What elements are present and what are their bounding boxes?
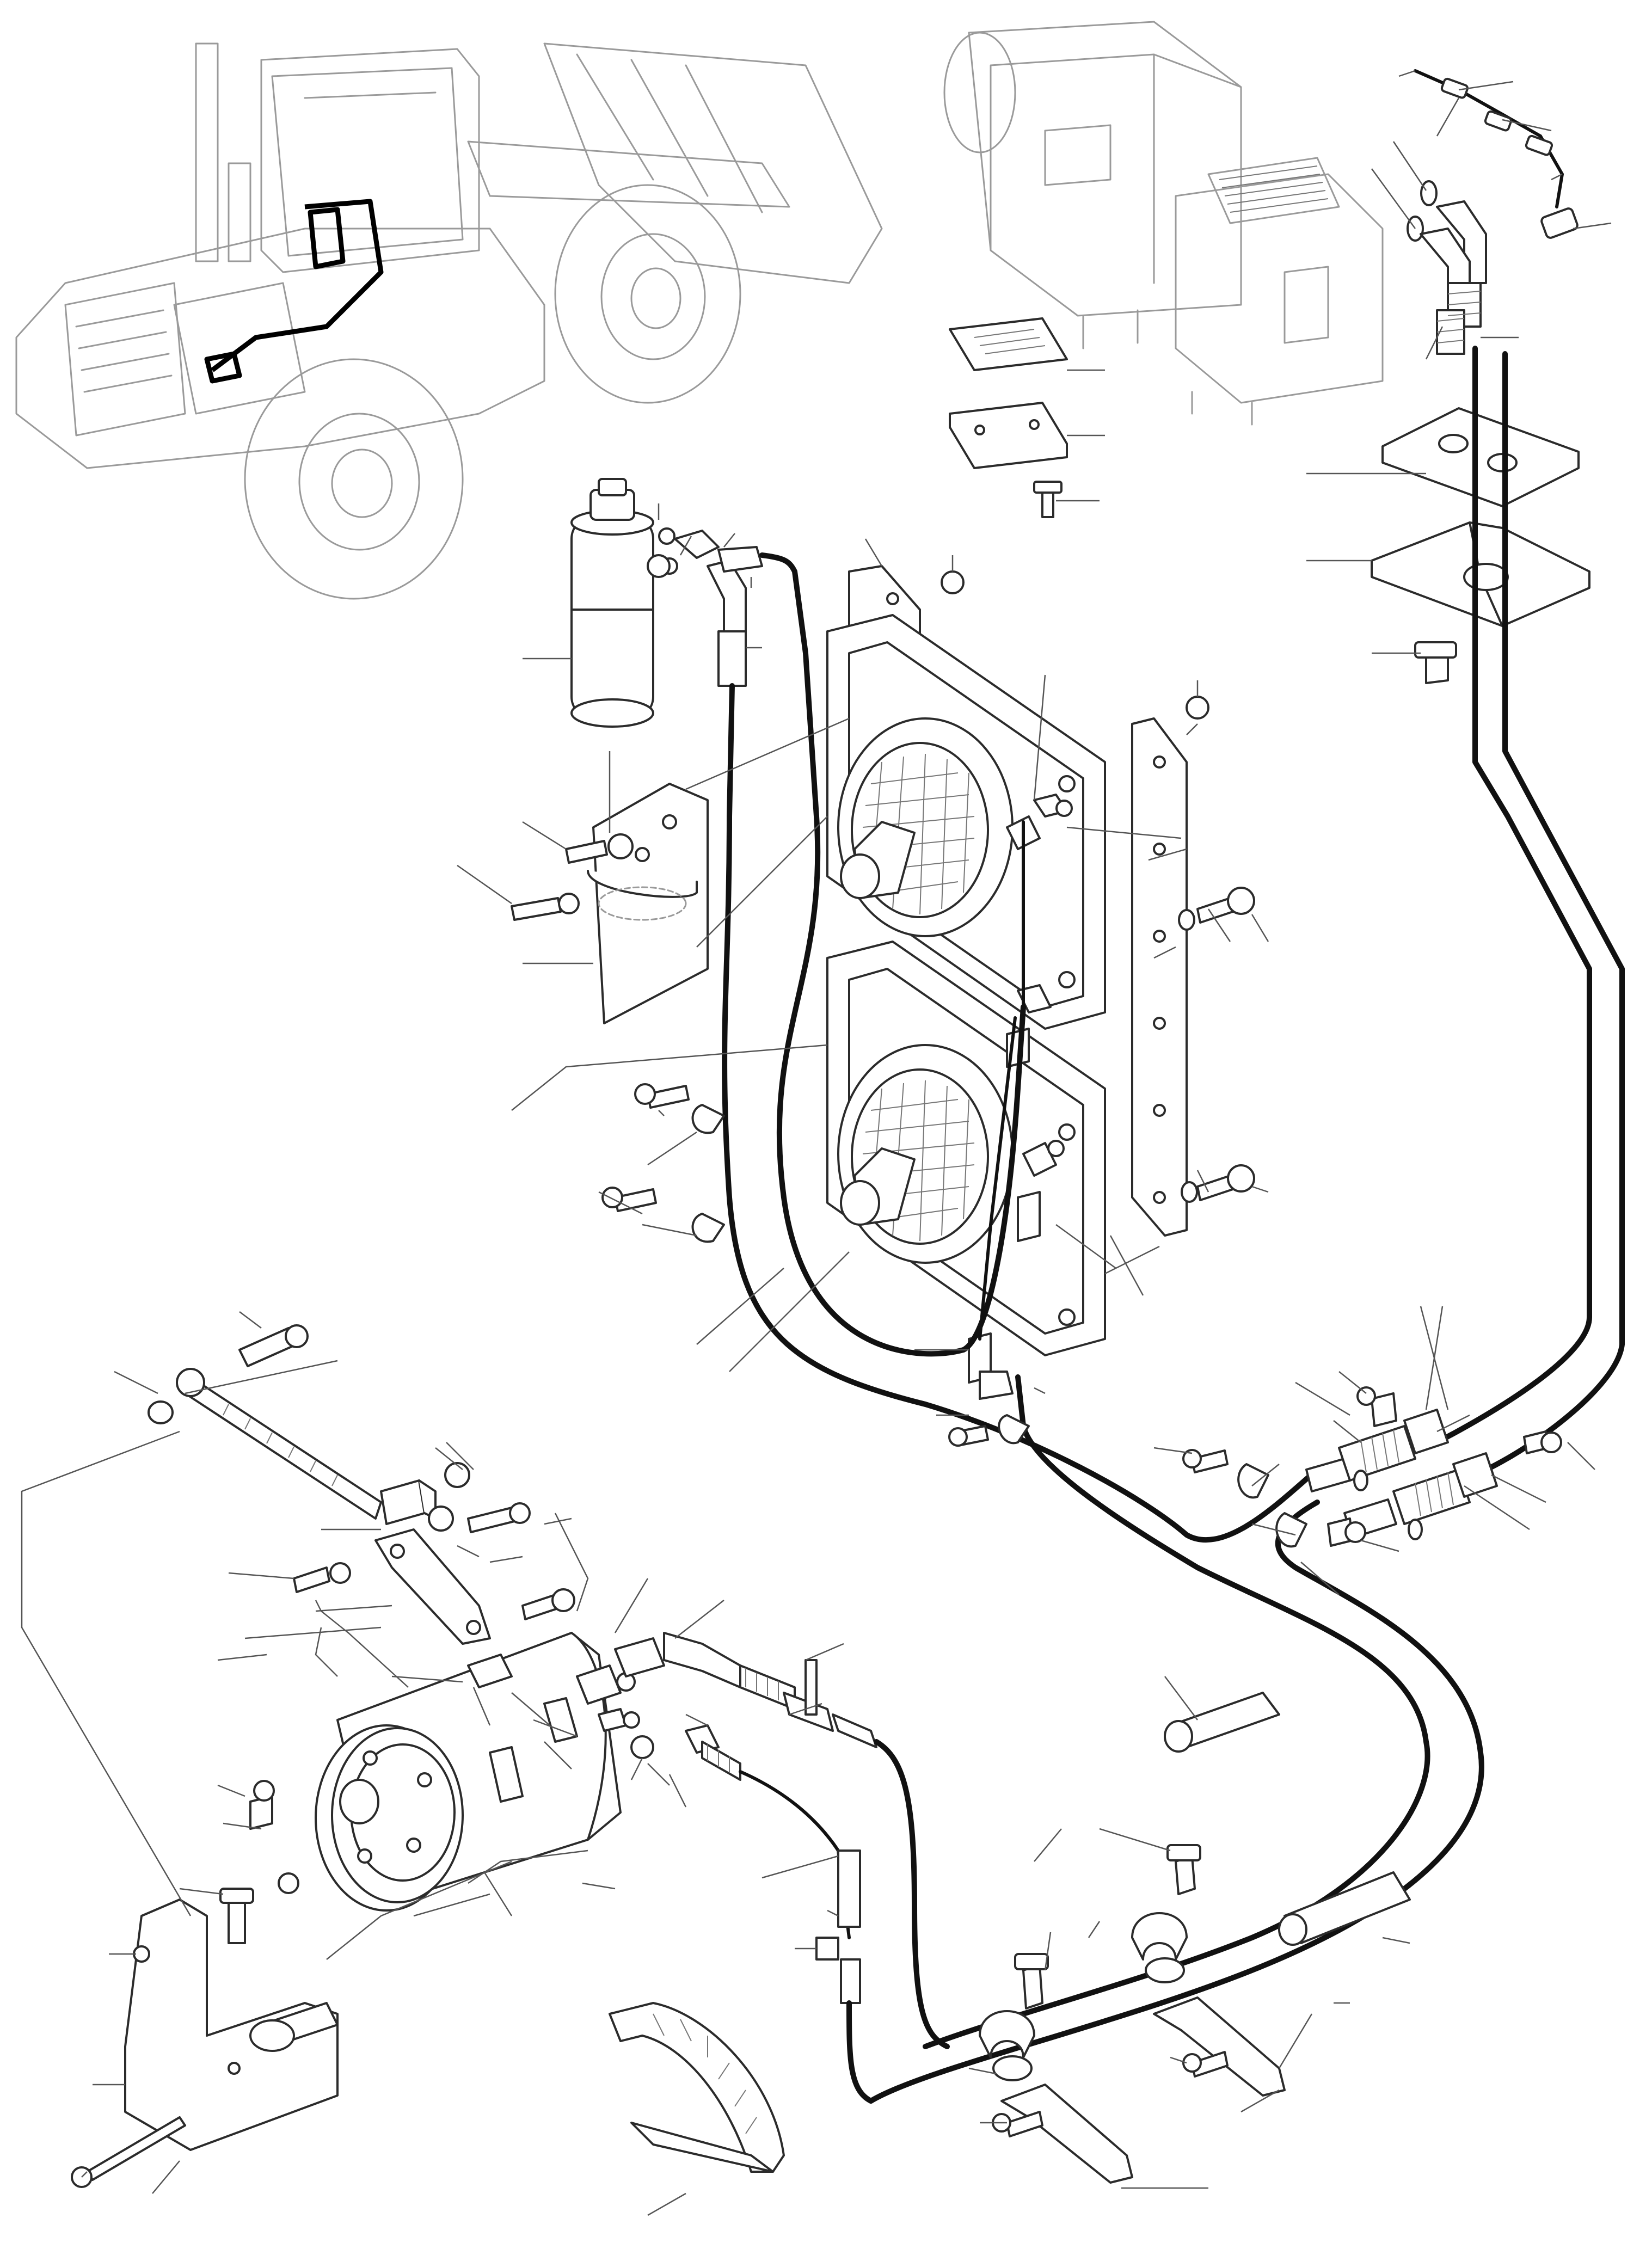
compressor-hoses <box>614 1632 950 2104</box>
hvac-unit <box>943 21 1384 426</box>
drier-bracket <box>511 783 709 1024</box>
wheel-loader-overview <box>15 42 883 600</box>
refrigerant-hoses <box>674 346 1625 2104</box>
insulation-sleeves <box>1164 1692 1411 1946</box>
service-fittings <box>1182 1386 1562 1548</box>
condenser-assembly <box>826 565 1255 1356</box>
compressor-mounting <box>71 1324 575 2188</box>
pipe-support-brackets <box>979 1844 1286 2184</box>
air-filter-pads <box>949 317 1068 518</box>
top-right-fittings <box>1371 69 1590 684</box>
receiver-drier <box>570 478 678 728</box>
callout-leader-lines <box>21 70 1612 2216</box>
drive-belt <box>609 2002 785 2173</box>
compressor <box>315 1632 654 1912</box>
